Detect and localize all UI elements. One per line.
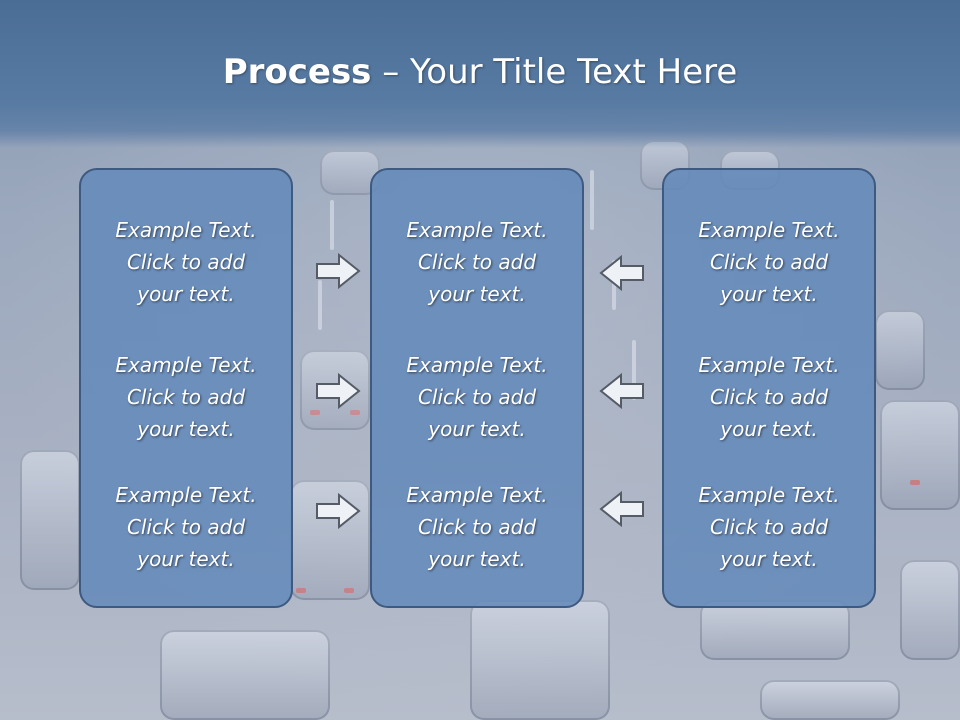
slide-title[interactable]: Process – Your Title Text Here [0,52,960,92]
text-line: your text. [137,282,235,306]
text-line: your text. [720,547,818,571]
text-line: Example Text. [115,218,257,242]
arrow-left-icon [599,372,644,410]
text-line: Click to add [126,385,246,409]
text-line: your text. [137,547,235,571]
arrow-right-icon [316,252,361,290]
text-line: Example Text. [115,353,257,377]
text-line: your text. [720,282,818,306]
text-placeholder[interactable]: Example Text. Click to add your text. [81,479,291,575]
process-panel-left: Example Text. Click to add your text. Ex… [79,168,293,608]
arrow-right-icon [316,372,361,410]
text-line: Click to add [709,385,829,409]
process-panel-right: Example Text. Click to add your text. Ex… [662,168,876,608]
arrow-right-icon [316,492,361,530]
text-line: Example Text. [115,483,257,507]
text-placeholder[interactable]: Example Text. Click to add your text. [664,349,874,445]
text-line: Example Text. [406,353,548,377]
text-placeholder[interactable]: Example Text. Click to add your text. [372,214,582,310]
text-placeholder[interactable]: Example Text. Click to add your text. [664,479,874,575]
title-bar: Process – Your Title Text Here [0,0,960,148]
text-placeholder[interactable]: Example Text. Click to add your text. [372,479,582,575]
text-line: your text. [720,417,818,441]
text-line: Click to add [126,250,246,274]
text-placeholder[interactable]: Example Text. Click to add your text. [81,349,291,445]
title-rest: – Your Title Text Here [371,52,738,92]
process-panel-center: Example Text. Click to add your text. Ex… [370,168,584,608]
text-line: Click to add [417,515,537,539]
text-line: Click to add [126,515,246,539]
text-line: your text. [428,282,526,306]
text-line: Click to add [417,385,537,409]
text-placeholder[interactable]: Example Text. Click to add your text. [372,349,582,445]
text-line: Example Text. [406,218,548,242]
text-line: Example Text. [698,483,840,507]
text-line: your text. [137,417,235,441]
text-line: Example Text. [406,483,548,507]
text-line: Click to add [417,250,537,274]
text-line: Example Text. [698,353,840,377]
text-line: Example Text. [698,218,840,242]
title-bold: Process [222,52,372,92]
arrow-left-icon [599,490,644,528]
text-placeholder[interactable]: Example Text. Click to add your text. [81,214,291,310]
text-line: Click to add [709,250,829,274]
arrow-left-icon [599,254,644,292]
text-line: Click to add [709,515,829,539]
text-line: your text. [428,417,526,441]
text-line: your text. [428,547,526,571]
text-placeholder[interactable]: Example Text. Click to add your text. [664,214,874,310]
